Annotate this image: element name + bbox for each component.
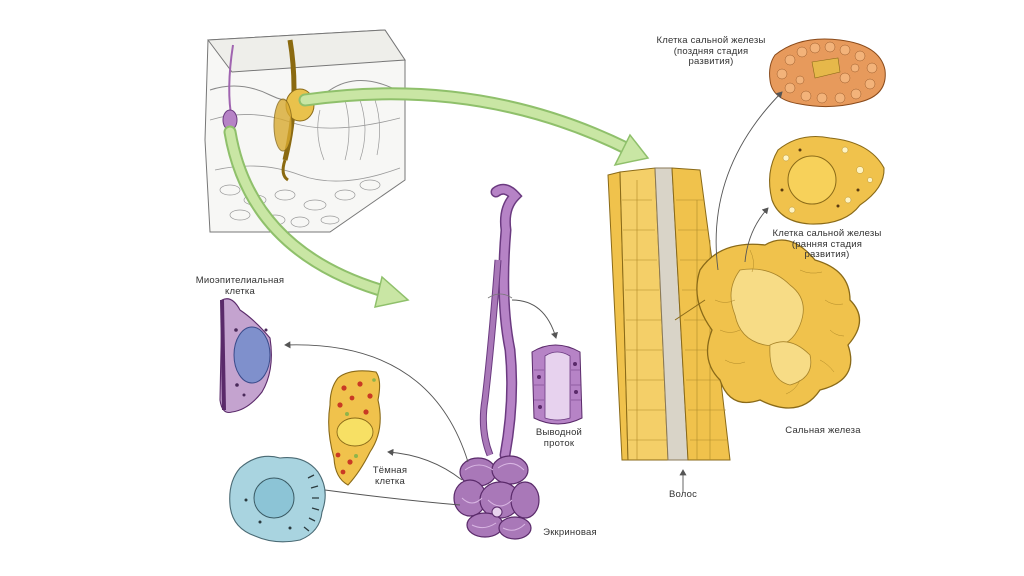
label-dark-cell: Тёмная клетка xyxy=(360,465,420,487)
label-myoepithelial: Миоэпителиальная клетка xyxy=(180,275,300,297)
label-excretory-duct: Выводной проток xyxy=(526,427,592,449)
clear-cell xyxy=(229,455,326,543)
eccrine-sweat-gland xyxy=(453,183,540,540)
label-sebocyte-late: Клетка сальной железы (поздняя стадия ра… xyxy=(636,35,786,68)
label-sebocyte-late-line1: Клетка сальной железы xyxy=(656,35,766,46)
pointer-to-clear-cell xyxy=(324,489,461,506)
label-sebaceous-gland: Сальная железа xyxy=(785,425,861,436)
excretory-duct-section xyxy=(531,344,583,425)
label-sebocyte-late-line3: развития) xyxy=(688,56,734,67)
sebaceous-gland xyxy=(674,239,861,409)
sebocyte-late-stage xyxy=(769,38,886,108)
label-myoepithelial-line1: Миоэпителиальная xyxy=(195,275,285,286)
pointer-to-duct xyxy=(511,299,558,339)
label-dark-cell-line1: Тёмная xyxy=(372,465,408,476)
dark-cell xyxy=(328,370,381,486)
sebocyte-early-stage xyxy=(769,135,885,225)
green-arrow-to-sebaceous xyxy=(298,87,650,167)
label-eccrine: Эккриновая xyxy=(543,527,597,538)
label-sebocyte-late-line2: (поздняя стадия xyxy=(673,45,749,57)
label-sebocyte-early-line2: (ранняя стадия xyxy=(791,238,863,250)
pointer-to-myoepithelial xyxy=(284,341,469,463)
pointer-to-dark-cell xyxy=(387,448,463,481)
hair-follicle xyxy=(607,167,731,461)
label-dark-cell-line2: клетка xyxy=(375,475,405,487)
label-myoepithelial-line2: клетка xyxy=(225,285,255,297)
label-sebocyte-early-line3: развития) xyxy=(804,249,850,260)
pointer-to-early-cell xyxy=(744,207,769,263)
pointer-to-late-cell xyxy=(715,91,783,271)
label-hair: Волос xyxy=(668,489,698,500)
label-excretory-duct-line1: Выводной xyxy=(535,427,583,438)
label-excretory-duct-line2: проток xyxy=(543,437,575,449)
label-sebocyte-early: Клетка сальной железы (ранняя стадия раз… xyxy=(752,228,902,261)
skin-block xyxy=(204,29,406,233)
green-arrow-to-eccrine xyxy=(223,125,410,308)
myoepithelial-cell xyxy=(219,298,272,414)
label-sebocyte-early-line1: Клетка сальной железы xyxy=(772,228,882,239)
